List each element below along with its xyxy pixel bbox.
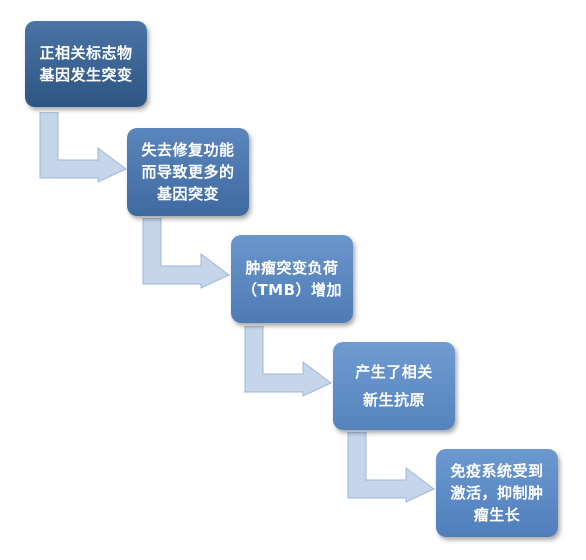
step-2-box: 失去修复功能 而导致更多的 基因突变: [127, 128, 249, 216]
step-2-label: 失去修复功能 而导致更多的 基因突变: [141, 141, 235, 203]
step-5-box: 免疫系统受到 激活，抑制肿 瘤生长: [436, 449, 558, 537]
bent-arrow-2: [141, 218, 233, 290]
step-3-box: 肿瘤突变负荷 （TMB）增加: [231, 235, 353, 323]
step-1-box: 正相关标志物 基因发生突变: [25, 21, 147, 107]
bent-arrow-2-shape: [142, 218, 230, 289]
step-4-label: 产生了相关 新生抗原: [355, 363, 433, 409]
step-5-label: 免疫系统受到 激活，抑制肿 瘤生长: [450, 462, 544, 524]
bent-arrow-1-shape: [39, 112, 127, 183]
bent-arrow-3: [243, 326, 335, 398]
bent-arrow-4: [346, 432, 438, 504]
bent-arrow-1: [38, 112, 130, 184]
bent-arrow-3-shape: [244, 326, 332, 397]
bent-arrow-4-shape: [347, 432, 435, 503]
step-3-label: 肿瘤突变负荷 （TMB）增加: [241, 259, 343, 299]
step-1-label: 正相关标志物 基因发生突变: [39, 44, 133, 84]
step-4-box: 产生了相关 新生抗原: [333, 342, 455, 430]
